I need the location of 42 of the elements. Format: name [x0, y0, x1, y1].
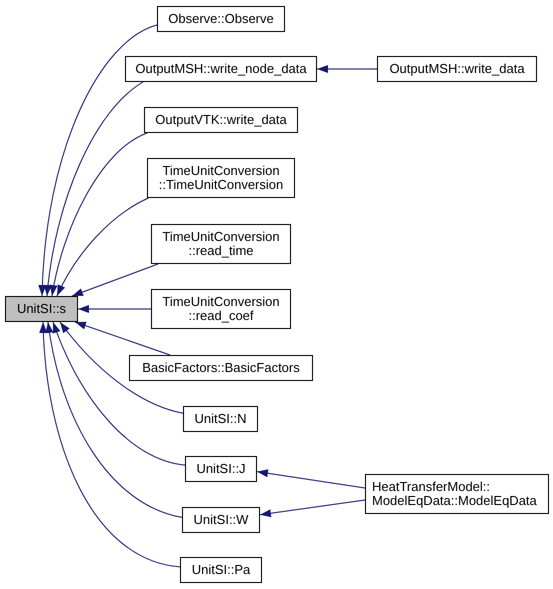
function-name: UnitSI::s: [16, 302, 66, 316]
arrow: [38, 24, 158, 296]
arrow: [50, 132, 148, 296]
function-box: [151, 224, 291, 264]
function-name: TimeUnitConversion ::read_time: [161, 230, 281, 258]
function-name: OutputVTK::write_data: [155, 113, 287, 127]
function-name: BasicFactors::BasicFactors: [142, 361, 300, 375]
arrow: [316, 65, 378, 73]
function-box: [182, 507, 260, 533]
arrow: [44, 82, 144, 296]
arrow: [260, 500, 366, 518]
function-box: [185, 456, 257, 482]
function-box: [377, 56, 537, 82]
function-name: Observe::Observe: [168, 12, 274, 26]
function-name: UnitSI::W: [194, 513, 248, 527]
function-box: [157, 6, 285, 32]
function-name: UnitSI::Pa: [192, 563, 250, 577]
arrow: [46, 322, 182, 518]
function-box: [129, 355, 313, 381]
function-box: [144, 107, 298, 133]
function-box: [183, 406, 258, 432]
arrow: [56, 198, 149, 296]
function-box: [180, 557, 262, 583]
function-name: OutputMSH::write_node_data: [135, 62, 307, 76]
arrow: [72, 264, 158, 296]
arrow: [40, 322, 180, 568]
function-box: [5, 296, 78, 322]
function-name: OutputMSH::write_data: [389, 62, 525, 76]
arrow: [52, 322, 186, 466]
function-box: [151, 289, 291, 329]
function-name: TimeUnitConversion ::TimeUnitConversion: [158, 164, 284, 192]
function-box: [125, 56, 317, 82]
arrow: [78, 305, 152, 313]
function-name: UnitSI::J: [196, 462, 246, 476]
arrow: [256, 469, 366, 488]
function-box: [365, 474, 549, 514]
function-name: HeatTransferModel:: ModelEqData::ModelEqData: [372, 480, 538, 508]
arrow: [74, 322, 171, 356]
function-name: UnitSI::N: [194, 412, 246, 426]
function-name: TimeUnitConversion ::read_coef: [161, 295, 281, 323]
function-box: [147, 158, 295, 198]
arrow: [59, 322, 184, 414]
